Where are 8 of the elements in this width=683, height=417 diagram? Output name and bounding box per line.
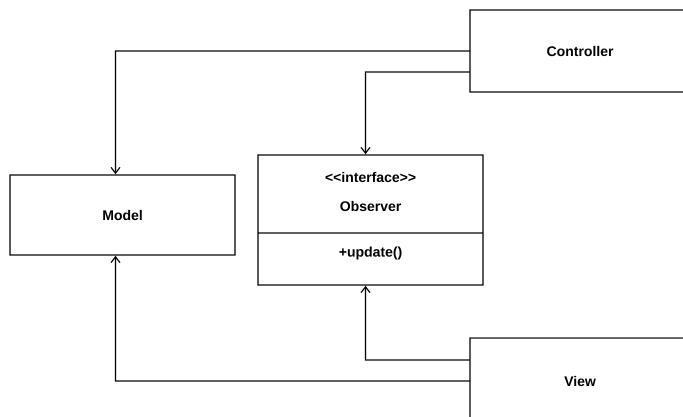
arrow [110,50,470,174]
class-box: Controller [469,9,683,93]
class-box: Model [9,174,236,256]
arrow [360,286,470,361]
class-box: <<interface>> Observer +update() [257,154,484,286]
class-box: View [469,337,683,417]
arrow [360,71,470,154]
arrow [110,256,470,382]
